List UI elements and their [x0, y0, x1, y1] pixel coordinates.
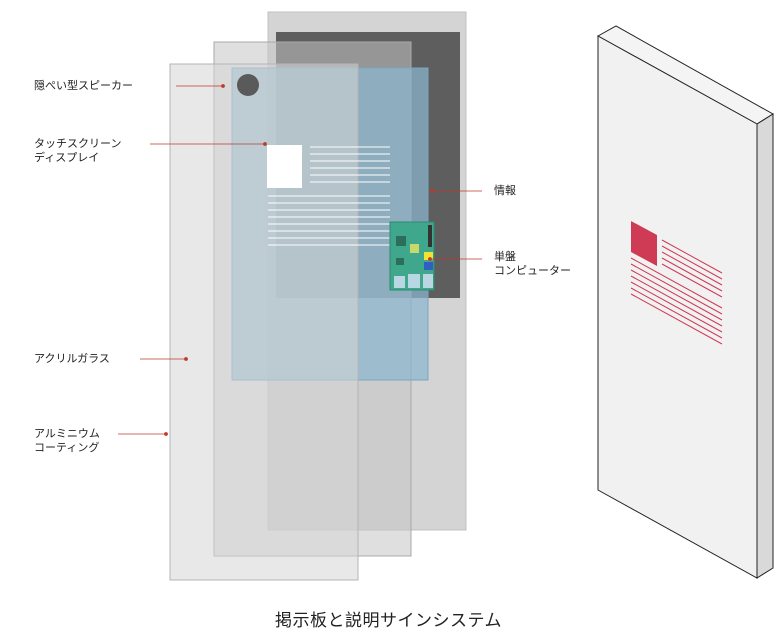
sign-line	[661, 239, 723, 274]
sign-line	[630, 287, 723, 339]
sbc-label-line2: コンピューター	[494, 264, 571, 277]
leader-dot-aluminium	[164, 432, 168, 436]
info-text-lines	[268, 146, 390, 246]
touchscreen-label-line2: ディスプレイ	[34, 151, 100, 164]
sign-side-face	[756, 113, 774, 579]
leader-dot-info	[430, 189, 434, 193]
sign-line	[630, 269, 723, 321]
aluminium-label-line2: コーティング	[34, 441, 100, 454]
pcb-chip	[410, 244, 419, 253]
aluminium-label: アルミニウム コーティング	[34, 427, 100, 455]
single-board-computer	[389, 221, 435, 291]
leader-dot-speaker	[221, 84, 225, 88]
touchscreen-label: タッチスクリーン ディスプレイ	[34, 137, 121, 165]
pcb-port	[424, 252, 433, 260]
assembled-sign	[596, 25, 774, 579]
pcb-port	[423, 274, 433, 288]
touchscreen-label-line1: タッチスクリーン	[34, 137, 122, 150]
figure-caption: 掲示板と説明サインシステム	[275, 611, 502, 631]
sbc-label-line1: 単盤	[494, 250, 516, 263]
leader-dot-touchscreen	[263, 142, 267, 146]
speaker-label-text: 隠ぺい型スピーカー	[34, 79, 133, 92]
sign-line	[630, 257, 723, 309]
info-label-text: 情報	[494, 184, 516, 197]
sign-line	[661, 257, 723, 292]
sign-line	[661, 263, 723, 298]
sign-image-block	[631, 221, 657, 266]
sign-line	[630, 293, 723, 345]
pcb-chip	[396, 236, 406, 246]
speaker-circle	[237, 74, 259, 96]
pcb-port	[394, 276, 405, 288]
speaker-label: 隠ぺい型スピーカー	[34, 79, 133, 93]
info-label: 情報	[494, 184, 516, 198]
pcb-chip	[396, 258, 404, 265]
sign-text-lines	[630, 239, 723, 345]
leader-lines	[118, 84, 482, 436]
pcb-port	[424, 262, 433, 270]
sign-line	[630, 275, 723, 327]
sign-line	[630, 281, 723, 333]
sign-line	[661, 251, 723, 286]
pcb-pin-header	[428, 225, 432, 247]
pcb-port	[408, 274, 420, 288]
aluminium-label-line1: アルミニウム	[34, 427, 100, 440]
acrylic-label-text: アクリルガラス	[34, 352, 110, 365]
leader-dot-sbc	[428, 257, 432, 261]
acrylic-label: アクリルガラス	[34, 352, 110, 366]
leader-dot-acrylic	[184, 357, 188, 361]
aluminium-coating-layer	[169, 63, 359, 581]
sign-line	[630, 263, 723, 315]
sign-line	[661, 245, 723, 280]
sbc-label: 単盤 コンピューター	[494, 250, 571, 278]
info-image-block	[267, 145, 302, 188]
